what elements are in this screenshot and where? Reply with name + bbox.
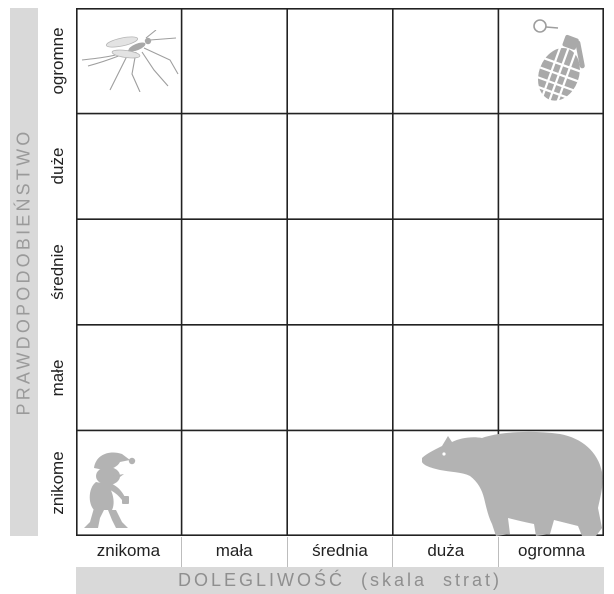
risk-matrix-grid [76,8,604,536]
gnome-icon [82,448,138,530]
col-label-ogromna: ogromna [498,537,604,567]
col-label-znikoma: znikoma [76,537,181,567]
x-axis-title: DOLEGLIWOŚĆ (skala strat) [76,570,604,591]
row-label-srednie: średnie [40,219,76,325]
grenade-icon [524,18,590,106]
row-label-ogromne: ogromne [40,8,76,114]
x-axis-title-bar: DOLEGLIWOŚĆ (skala strat) [76,567,604,594]
col-label-duza: duża [392,537,498,567]
row-label-duze: duże [40,114,76,220]
row-labels: ogromne duże średnie małe znikome [40,8,76,536]
col-label-srednia: średnia [287,537,393,567]
row-label-znikome: znikome [40,430,76,536]
y-axis-title-bar: PRAWDOPODOBIEŃSTWO [10,8,38,536]
col-label-mala: mała [181,537,287,567]
column-labels: znikoma mała średnia duża ogromna [76,537,604,567]
row-label-male: małe [40,325,76,431]
bear-icon [420,428,604,536]
mosquito-icon [80,30,180,92]
y-axis-title: PRAWDOPODOBIEŃSTWO [14,129,35,416]
